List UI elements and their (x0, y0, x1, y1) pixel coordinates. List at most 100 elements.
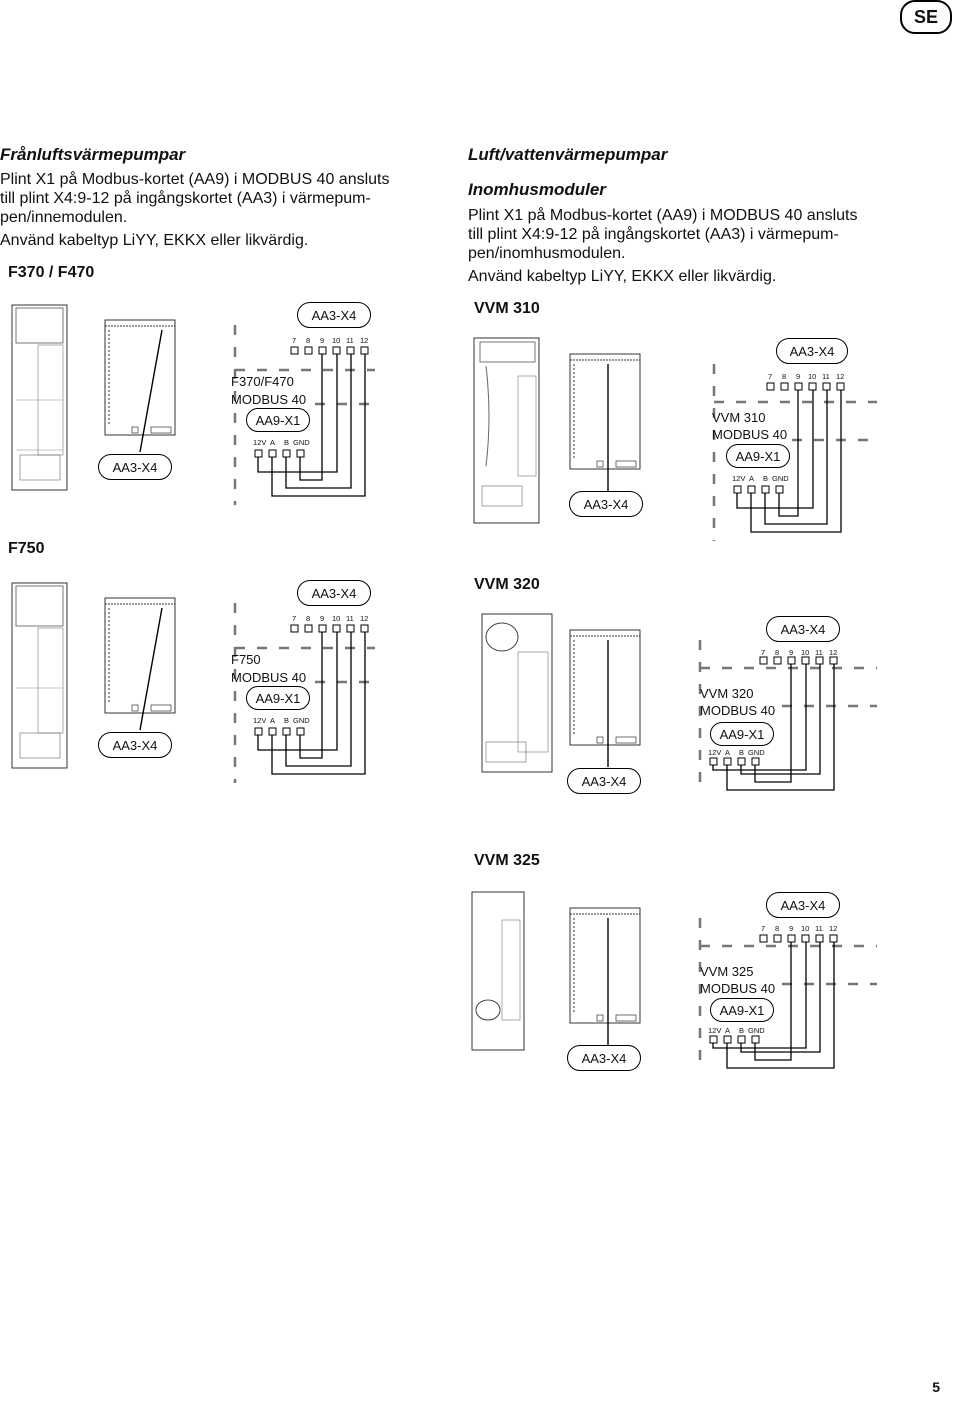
language-badge: SE (900, 0, 952, 34)
x4-t11: 11 (815, 648, 823, 657)
modbus-label: MODBUS 40 (712, 427, 788, 442)
x4-t11: 11 (815, 924, 823, 933)
x4-t12: 12 (360, 336, 369, 345)
aa3-x4-tag: AA3-X4 (297, 580, 371, 606)
x4-t7: 7 (292, 336, 297, 345)
aa3-x4-tag-unit: AA3-X4 (569, 491, 643, 517)
x1-a: A (725, 1026, 731, 1035)
x1-b: B (284, 716, 290, 725)
modbus-label: MODBUS 40 (231, 392, 307, 407)
aa9-x1-tag: AA9-X1 (710, 998, 774, 1022)
right-line-1: Plint X1 på Modbus-kortet (AA9) i MODBUS… (468, 207, 858, 224)
aa3-x4-tag: AA3-X4 (766, 616, 840, 642)
wiring-diagram-f370: AA3-X4 AA3-X4 7 8 9 10 11 12 F370/F470 M… (10, 300, 375, 510)
wiring-diagram-vvm325: AA3-X4 7 8 9 10 11 12 VVM 325 MODBUS 40 … (471, 890, 882, 1070)
x4-t7: 7 (292, 614, 297, 623)
x4-t9: 9 (320, 336, 325, 345)
x4-t10: 10 (332, 614, 341, 623)
page-number: 5 (932, 1379, 940, 1395)
x1-b: B (763, 474, 769, 483)
x4-t7: 7 (761, 648, 766, 657)
x4-t11: 11 (346, 336, 354, 345)
aa9-x1-tag: AA9-X1 (246, 686, 310, 710)
aa3-x4-tag-unit: AA3-X4 (98, 454, 172, 480)
x1-a: A (749, 474, 755, 483)
x1-12v: 12V (708, 1026, 722, 1035)
x1-b: B (739, 1026, 745, 1035)
aa3-x4-tag: AA3-X4 (766, 892, 840, 918)
model-vvm310: VVM 310 (474, 300, 540, 317)
x4-t8: 8 (306, 336, 311, 345)
section-f750: F750 (8, 540, 45, 557)
aa3-x4-tag-unit: AA3-X4 (98, 732, 172, 758)
x4-t8: 8 (782, 372, 787, 381)
x4-t9: 9 (320, 614, 325, 623)
left-line-3: pen/innemodulen. (0, 209, 128, 226)
x1-12v: 12V (253, 716, 267, 725)
right-line-4: Använd kabeltyp LiYY, EKKX eller likvärd… (468, 268, 777, 285)
diagram-drawing (481, 613, 877, 791)
x1-gnd: GND (748, 748, 765, 757)
x1-gnd: GND (772, 474, 789, 483)
modbus-label: MODBUS 40 (231, 670, 307, 685)
aa9-x1-tag: AA9-X1 (246, 408, 310, 432)
x4-t9: 9 (789, 648, 794, 657)
right-subheading: Inomhusmoduler (468, 180, 606, 199)
x4-t9: 9 (789, 924, 794, 933)
right-line-3: pen/inomhusmodulen. (468, 245, 626, 262)
left-heading: Frånluftsvärmepumpar (0, 145, 186, 164)
unit-label: VVM 325 (700, 964, 754, 979)
aa3-x4-tag-vvm325-unit: AA3-X4 (567, 1045, 641, 1071)
wiring-diagram-vvm320: AA3-X4 7 8 9 10 11 12 VVM 320 MODBUS 40 … (472, 612, 882, 792)
left-body: Plint X1 på Modbus-kortet (AA9) i MODBUS… (0, 170, 390, 250)
x4-t9: 9 (796, 372, 801, 381)
right-body: Plint X1 på Modbus-kortet (AA9) i MODBUS… (468, 206, 858, 286)
x4-t8: 8 (775, 648, 780, 657)
right-line-2: till plint X4:9-12 på ingångskortet (AA3… (468, 226, 839, 243)
x1-b: B (284, 438, 290, 447)
diagram-drawing (11, 304, 375, 505)
aa9-x1-tag: AA9-X1 (726, 444, 790, 468)
x1-12v: 12V (253, 438, 267, 447)
x4-t10: 10 (801, 924, 810, 933)
x1-b: B (739, 748, 745, 757)
x4-t12: 12 (360, 614, 369, 623)
modbus-label: MODBUS 40 (700, 981, 776, 996)
diagram-drawing (11, 582, 375, 783)
modbus-label: MODBUS 40 (700, 703, 776, 718)
x4-t11: 11 (346, 614, 354, 623)
x4-t11: 11 (822, 372, 830, 381)
aa9-x1-tag: AA9-X1 (710, 722, 774, 746)
x4-t12: 12 (829, 648, 838, 657)
x4-t12: 12 (836, 372, 845, 381)
unit-label: VVM 310 (712, 410, 766, 425)
diagram-drawing (473, 337, 877, 541)
aa3-x4-tag: AA3-X4 (297, 302, 371, 328)
x1-a: A (270, 716, 276, 725)
x1-12v: 12V (708, 748, 722, 757)
left-line-2: till plint X4:9-12 på ingångskortet (AA3… (0, 190, 371, 207)
x1-12v: 12V (732, 474, 746, 483)
unit-label: F370/F470 (231, 374, 294, 389)
x1-a: A (270, 438, 276, 447)
wiring-diagram-vvm310: AA3-X4 AA3-X4 7 8 9 10 11 12 VVM 310 MOD… (472, 336, 882, 541)
x4-t10: 10 (801, 648, 810, 657)
left-line-1: Plint X1 på Modbus-kortet (AA9) i MODBUS… (0, 171, 390, 188)
wiring-diagram-f750: AA3-X4 AA3-X4 7 8 9 10 11 12 F750 MODBUS… (10, 578, 375, 788)
section-f370: F370 / F470 (8, 264, 95, 281)
diagram-drawing (471, 891, 877, 1069)
x1-gnd: GND (293, 438, 310, 447)
x4-t7: 7 (761, 924, 766, 933)
x4-t7: 7 (768, 372, 773, 381)
x4-t8: 8 (306, 614, 311, 623)
model-vvm320: VVM 320 (474, 576, 540, 593)
x1-gnd: GND (748, 1026, 765, 1035)
aa3-x4-tag-vvm320-unit: AA3-X4 (567, 768, 641, 794)
x4-t10: 10 (808, 372, 817, 381)
x4-t10: 10 (332, 336, 341, 345)
unit-label: F750 (231, 652, 261, 667)
x4-t12: 12 (829, 924, 838, 933)
left-line-4: Använd kabeltyp LiYY, EKKX eller likvärd… (0, 232, 309, 249)
unit-label: VVM 320 (700, 686, 754, 701)
x4-t8: 8 (775, 924, 780, 933)
